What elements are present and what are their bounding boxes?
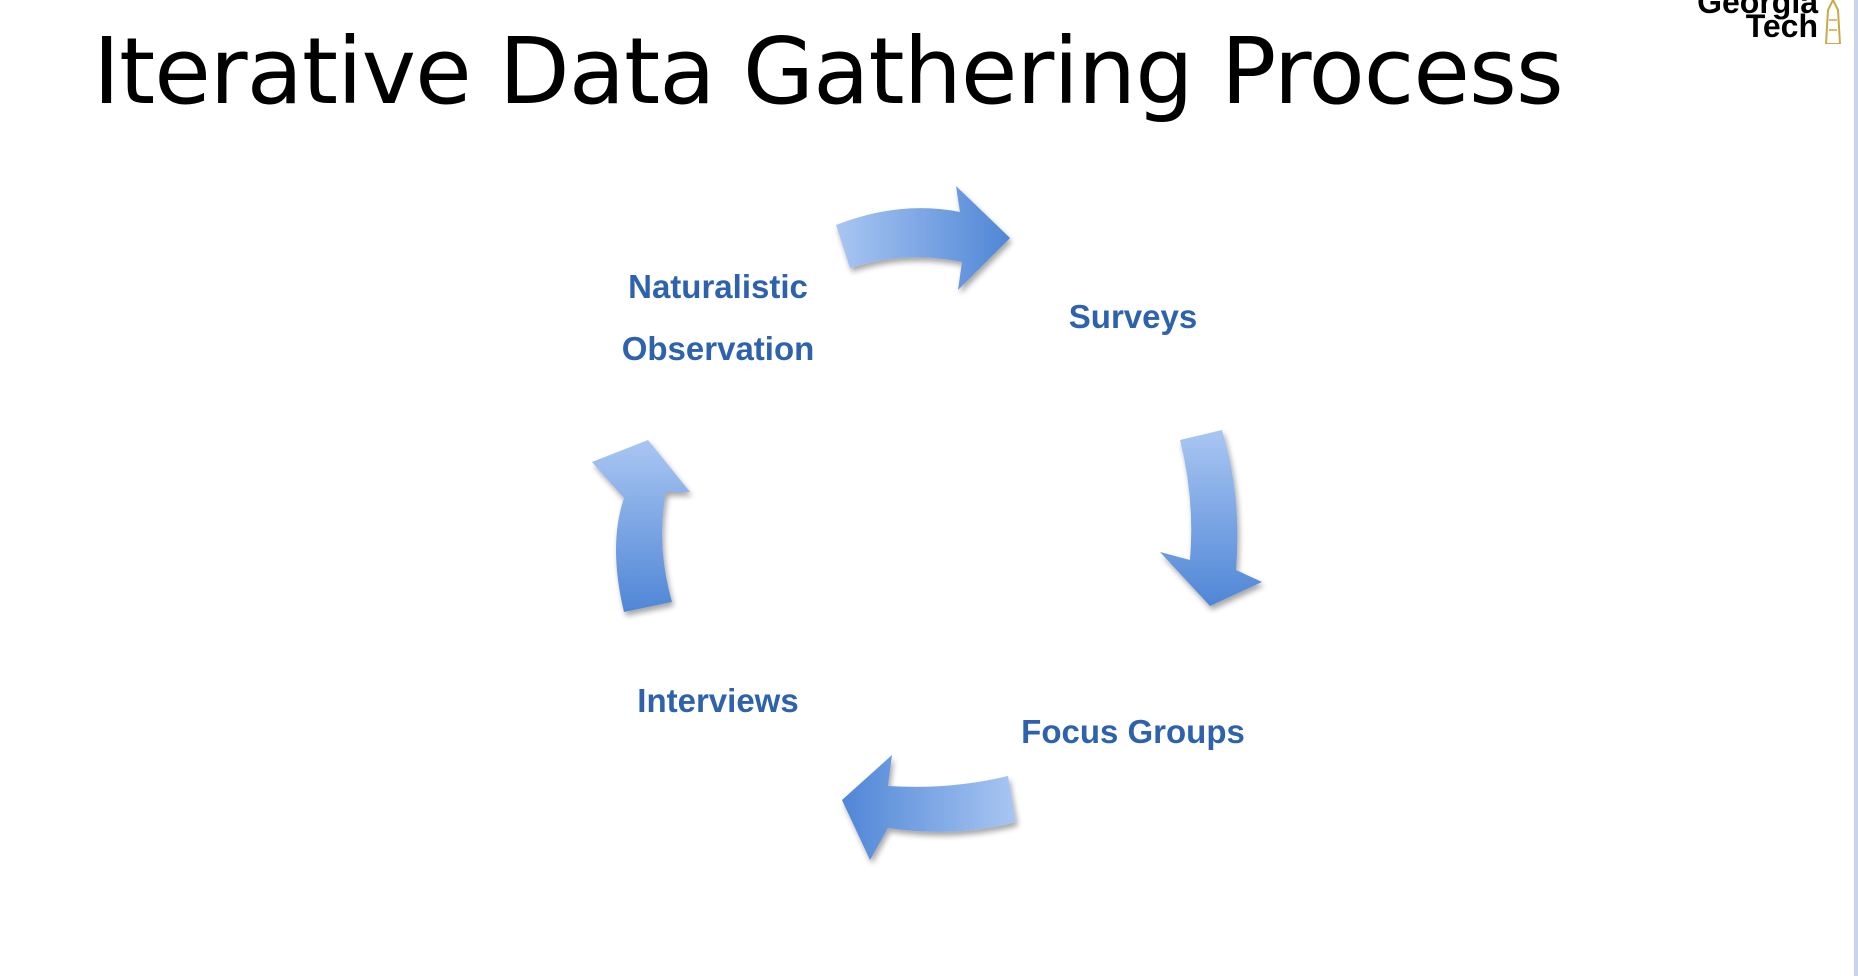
- node-naturalistic-line-2: Observation: [621, 330, 815, 367]
- node-surveys: Surveys: [1068, 298, 1198, 335]
- node-naturalistic-observation: Naturalistic Observation: [568, 256, 868, 380]
- arrow-interviews-to-naturalistic: [592, 440, 690, 612]
- logo-line-1: Georgia: [1697, 0, 1818, 20]
- logo-tower-icon: [1824, 0, 1842, 44]
- arrow-focus-groups-to-interviews: [842, 755, 1016, 860]
- logo-line-2: Tech: [1745, 8, 1818, 44]
- arrow-naturalistic-to-surveys: [836, 186, 1010, 290]
- node-naturalistic-line-1: Naturalistic: [628, 268, 808, 305]
- node-interviews: Interviews: [637, 682, 799, 719]
- node-focus-groups: Focus Groups: [1021, 713, 1245, 750]
- slide-edge: [1854, 0, 1858, 976]
- arrow-surveys-to-focus-groups: [1160, 430, 1262, 606]
- slide-title: Iterative Data Gathering Process: [93, 18, 1564, 125]
